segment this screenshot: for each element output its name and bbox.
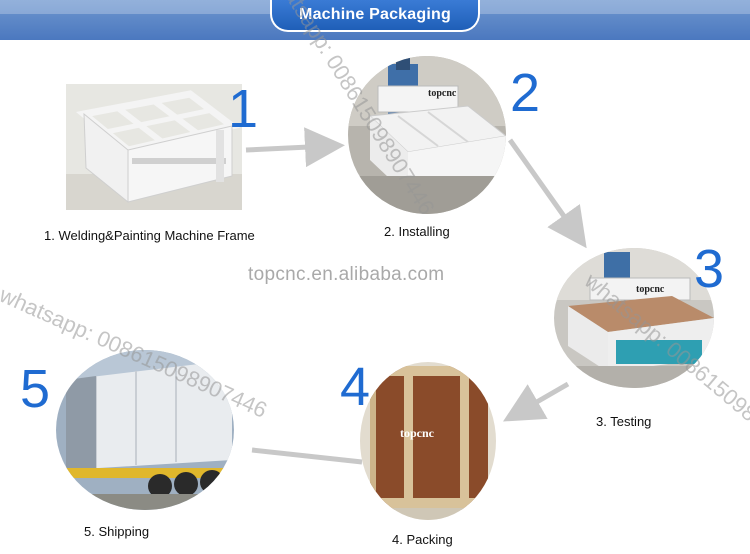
step-3-photo-label: topcnc [636, 284, 665, 295]
step-4-photo-label: topcnc [400, 426, 434, 440]
step-5-number: 5 [20, 359, 51, 419]
step-2-photo: topcnc [348, 56, 506, 214]
step-4-number: 4 [340, 357, 371, 417]
arrow-4-to-5 [251, 447, 363, 465]
step-1-photo [66, 84, 242, 210]
arrow-3-to-4 [503, 381, 570, 422]
step-2-photo-label: topcnc [428, 88, 457, 99]
step-2-caption: 2. Installing [384, 224, 450, 239]
step-4-caption: 4. Packing [392, 532, 453, 547]
step-5-caption: 5. Shipping [84, 524, 150, 539]
step-3-photo: topcnc [554, 248, 714, 388]
step-5-photo [56, 350, 234, 510]
title-tab: Machine Packaging [270, 0, 480, 32]
arrow-1-to-2 [245, 127, 345, 168]
step-4-photo: topcnc [360, 362, 496, 520]
step-1-caption: 1. Welding&Painting Machine Frame [44, 228, 255, 243]
page-title: Machine Packaging [299, 6, 451, 23]
step-3-caption: 3. Testing [596, 414, 652, 429]
arrow-2-to-3 [507, 138, 587, 249]
step-2-number: 2 [510, 63, 541, 123]
step-3-number: 3 [694, 239, 725, 299]
step-1-number: 1 [228, 79, 259, 139]
store-url: topcnc.en.alibaba.com [248, 264, 445, 285]
